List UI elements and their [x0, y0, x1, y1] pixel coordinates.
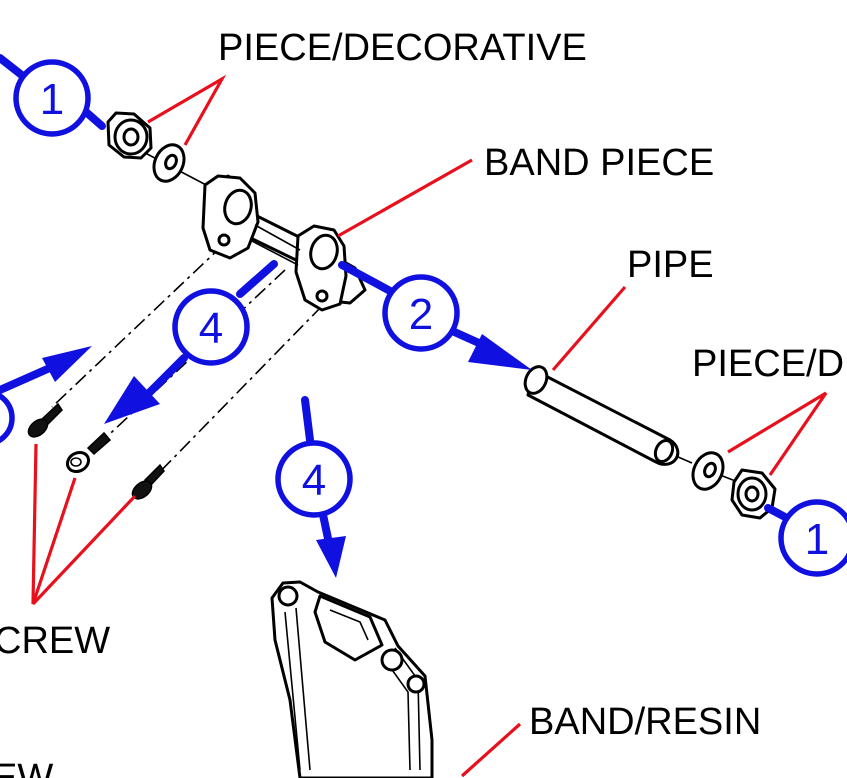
callout-number: 1 — [805, 515, 829, 564]
decorative-nut-top — [106, 111, 153, 160]
label-piece-decorative-top: PIECE/DECORATIVE — [218, 27, 587, 69]
decorative-washer-top — [152, 143, 186, 183]
label-band-piece: BAND PIECE — [484, 142, 714, 184]
callout-bubble-1-right: 1 — [778, 499, 847, 577]
band-piece-bracket — [201, 174, 367, 312]
callout-bubble-2: 2 — [382, 274, 460, 352]
label-screw-bottom: EW — [0, 757, 53, 778]
callout-number: 1 — [40, 75, 64, 124]
label-screw: CREW — [0, 620, 110, 662]
leader-lines — [31, 74, 828, 778]
callout-number: 4 — [199, 304, 223, 353]
callout-arrows — [0, 54, 789, 578]
screw-1 — [27, 402, 63, 438]
callout-bubble-4-left: 4 — [172, 288, 250, 366]
callout-bubble-partial-left — [0, 392, 15, 444]
decorative-washer-right — [691, 451, 725, 491]
pipe — [523, 365, 680, 466]
callout-bubble-4-bottom: 4 — [275, 440, 353, 518]
decorative-nut-right — [730, 468, 777, 520]
callout-number: 2 — [409, 290, 433, 339]
screw-3 — [131, 463, 165, 500]
screw-2 — [65, 431, 112, 474]
label-pipe: PIPE — [627, 244, 714, 286]
callout-bubble-1-top-left: 1 — [13, 59, 91, 137]
label-piece-decorative-right: PIECE/D — [692, 343, 844, 385]
callout-number: 4 — [302, 456, 326, 505]
label-band-resin: BAND/RESIN — [529, 701, 761, 743]
band-resin — [270, 580, 434, 778]
